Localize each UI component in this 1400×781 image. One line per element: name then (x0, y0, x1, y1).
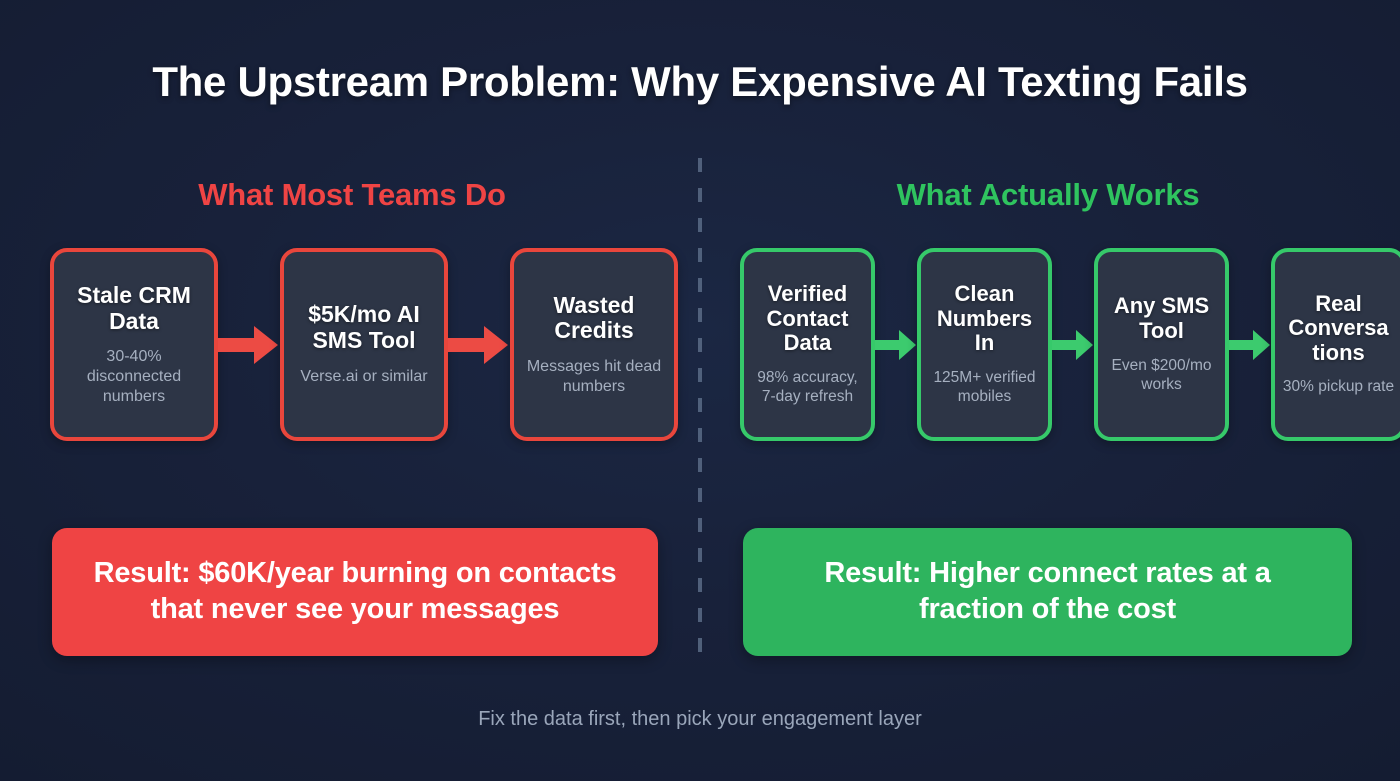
step-subtitle: 98% accuracy, 7-day refresh (757, 369, 858, 405)
step-title: Clean Numbers In (936, 281, 1033, 356)
footer-caption: Fix the data first, then pick your engag… (478, 708, 922, 730)
column-actually-works: What Actually Works (723, 175, 1373, 215)
result-banner-good: Result: Higher connect rates at a fracti… (743, 528, 1352, 656)
step-title: Verified Contact Data (766, 281, 849, 356)
step-card: Wasted Credits Messages hit dead numbers (510, 248, 678, 441)
step-card: Stale CRM Data 30-40% disconnected numbe… (50, 248, 218, 441)
flow-steps-good: Verified Contact Data 98% accuracy, 7-da… (740, 248, 1400, 441)
step-title: Real Conversa tions (1288, 290, 1389, 365)
step-card: Real Conversa tions 30% pickup rate (1271, 248, 1400, 441)
step-subtitle: 125M+ verified mobiles (933, 369, 1036, 405)
step-title: Wasted Credits (553, 291, 635, 344)
step-title: Stale CRM Data (77, 281, 191, 334)
flow-steps-bad: Stale CRM Data 30-40% disconnected numbe… (50, 248, 678, 441)
step-title: Any SMS Tool (1113, 293, 1210, 344)
vertical-dashed-divider (698, 158, 702, 660)
arrow-right-icon (218, 248, 280, 441)
column-most-teams: What Most Teams Do (27, 175, 677, 215)
arrow-right-icon (1052, 248, 1094, 441)
step-subtitle: Verse.ai or similar (300, 367, 428, 385)
arrow-right-icon (875, 248, 917, 441)
result-banner-bad: Result: $60K/year burning on contacts th… (52, 528, 658, 656)
step-subtitle: 30-40% disconnected numbers (86, 348, 182, 405)
step-subtitle: 30% pickup rate (1282, 378, 1395, 396)
arrow-right-icon (1229, 248, 1271, 441)
column-heading-bad: What Most Teams Do (198, 177, 506, 212)
column-heading-good: What Actually Works (896, 177, 1200, 212)
step-card: Any SMS Tool Even $200/mo works (1094, 248, 1229, 441)
page-title: The Upstream Problem: Why Expensive AI T… (152, 58, 1248, 105)
step-subtitle: Even $200/mo works (1111, 356, 1212, 393)
step-card: Verified Contact Data 98% accuracy, 7-da… (740, 248, 875, 441)
step-subtitle: Messages hit dead numbers (526, 358, 662, 395)
step-card: $5K/mo AI SMS Tool Verse.ai or similar (280, 248, 448, 441)
step-title: $5K/mo AI SMS Tool (308, 301, 420, 354)
arrow-right-icon (448, 248, 510, 441)
step-card: Clean Numbers In 125M+ verified mobiles (917, 248, 1052, 441)
